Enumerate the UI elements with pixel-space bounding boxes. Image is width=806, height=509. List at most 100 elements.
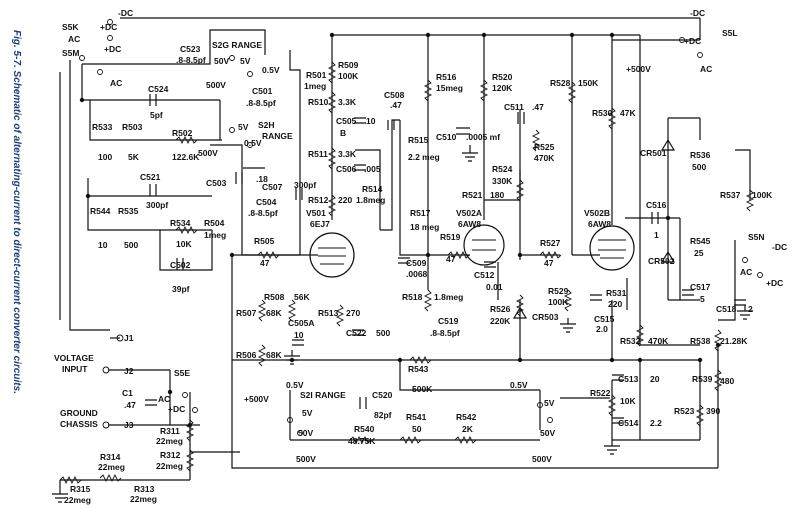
pos-500v-2: 500V: [198, 148, 218, 158]
comp-ref: C1: [122, 388, 133, 398]
comp-ref: R523: [674, 406, 695, 416]
voltage-input-label-2: INPUT: [62, 364, 88, 374]
comp-val: 500: [692, 162, 706, 172]
comp-ref: R506: [236, 350, 257, 360]
diode-symbols: [512, 138, 676, 319]
comp-val: B: [340, 128, 346, 138]
comp-ref: C505A: [288, 318, 314, 328]
comp-val: 18 meg: [410, 222, 439, 232]
voltage-input-label-1: VOLTAGE: [54, 353, 94, 363]
comp-val: 5K: [128, 152, 140, 162]
comp-ref: R511: [308, 149, 328, 159]
jack-j1: J1: [124, 333, 134, 343]
jack-j3: J3: [124, 420, 134, 430]
comp-ref: R532: [620, 336, 641, 346]
comp-ref: C513: [618, 374, 639, 384]
comp-ref: R313: [134, 484, 155, 494]
pos-50v-3: 50V: [540, 428, 555, 438]
comp-val: 56K: [294, 292, 310, 302]
comp-val: 68K: [266, 308, 282, 318]
tube-v501-ref: V501: [306, 208, 326, 218]
comp-val: 50: [412, 424, 422, 434]
comp-ref: C502: [170, 260, 191, 270]
supply-500v-top: +500V: [626, 64, 651, 74]
tube-v502a: [463, 224, 505, 266]
comp-ref: C509: [406, 258, 427, 268]
pos-500v-4: 500V: [532, 454, 552, 464]
comp-ref: R542: [456, 412, 477, 422]
pos-5v-3: 5V: [302, 408, 313, 418]
comp-val: .005: [364, 164, 381, 174]
comp-ref: R519: [440, 232, 461, 242]
comp-val: 22meg: [64, 495, 91, 505]
comp-ref: C510: [436, 132, 457, 142]
pos-dc-plus-3: +DC: [684, 36, 701, 46]
comp-ref: R534: [170, 218, 191, 228]
pos-ac-3: AC: [700, 64, 712, 74]
pos-5v-1: 5V: [240, 56, 251, 66]
comp-val: .0005 mf: [466, 132, 500, 142]
comp-val: 2.2: [650, 418, 662, 428]
resistor-symbols: [59, 61, 755, 485]
comp-ref: R514: [362, 184, 383, 194]
comp-val: 180: [490, 190, 504, 200]
supply-500v-left: +500V: [244, 394, 269, 404]
comp-ref: C517: [690, 282, 711, 292]
comp-val: 82pf: [374, 410, 392, 420]
switch-labels: S5K S5M S5L S5N S5E S2G RANGE S2H RANGE …: [62, 8, 787, 464]
comp-ref: R545: [690, 236, 711, 246]
pos-dc-minus-1: -DC: [118, 8, 133, 18]
comp-ref: R501: [306, 70, 327, 80]
comp-ref: R538: [690, 336, 711, 346]
comp-val: 100K: [548, 297, 569, 307]
switch-s5n: S5N: [748, 232, 765, 242]
comp-ref: R311: [160, 426, 180, 436]
ground-chassis-label-2: CHASSIS: [60, 419, 98, 429]
comp-ref: C518: [716, 304, 737, 314]
comp-ref: R541: [406, 412, 427, 422]
comp-ref: R536: [690, 150, 711, 160]
comp-val: 10: [366, 116, 376, 126]
tube-v502b: [589, 225, 635, 271]
comp-val: 120K: [492, 83, 513, 93]
comp-ref: C504: [256, 197, 277, 207]
comp-ref: R524: [492, 164, 513, 174]
pos-500v-1: 500V: [206, 80, 226, 90]
comp-val: 47: [260, 258, 270, 268]
comp-ref: R520: [492, 72, 513, 82]
tube-v502b-ref: V502B: [584, 208, 610, 218]
comp-ref: R513: [318, 308, 339, 318]
switch-s2i-range: S2I RANGE: [300, 390, 346, 400]
comp-ref: C521: [140, 172, 161, 182]
comp-val: 500: [124, 240, 138, 250]
comp-ref: CR502: [648, 256, 675, 266]
input-labels: J1 J2 J3 VOLTAGE INPUT GROUND CHASSIS: [54, 333, 134, 430]
pos-50v-2: 50V: [298, 428, 313, 438]
comp-val: 1meg: [204, 230, 226, 240]
comp-ref: C516: [646, 200, 667, 210]
comp-ref: R516: [436, 72, 457, 82]
pos-ac-4: AC: [740, 267, 752, 277]
comp-ref: R529: [548, 286, 569, 296]
comp-val: 22meg: [156, 436, 183, 446]
figure-caption: Fig. 5-7. Schematic of alternating-curre…: [11, 30, 22, 394]
pos-5v-2: 5V: [238, 122, 249, 132]
comp-val: 480: [720, 376, 734, 386]
comp-val: 25: [694, 248, 704, 258]
comp-val: .47: [532, 102, 544, 112]
comp-val: 15meg: [436, 83, 463, 93]
tube-v502a-ref: V502A: [456, 208, 482, 218]
junction-dots: [79, 32, 721, 428]
comp-val: 48.75K: [348, 436, 376, 446]
comp-val: .8-8.5pf: [430, 328, 460, 338]
comp-ref: R510: [308, 97, 329, 107]
comp-ref: R535: [118, 206, 139, 216]
comp-ref: C512: [474, 270, 495, 280]
pos-ac-1: AC: [68, 34, 80, 44]
comp-ref: C514: [618, 418, 639, 428]
jack-j2: J2: [124, 366, 134, 376]
comp-ref: R505: [254, 236, 275, 246]
comp-val: 47: [446, 254, 456, 264]
comp-val: 1: [654, 230, 659, 240]
